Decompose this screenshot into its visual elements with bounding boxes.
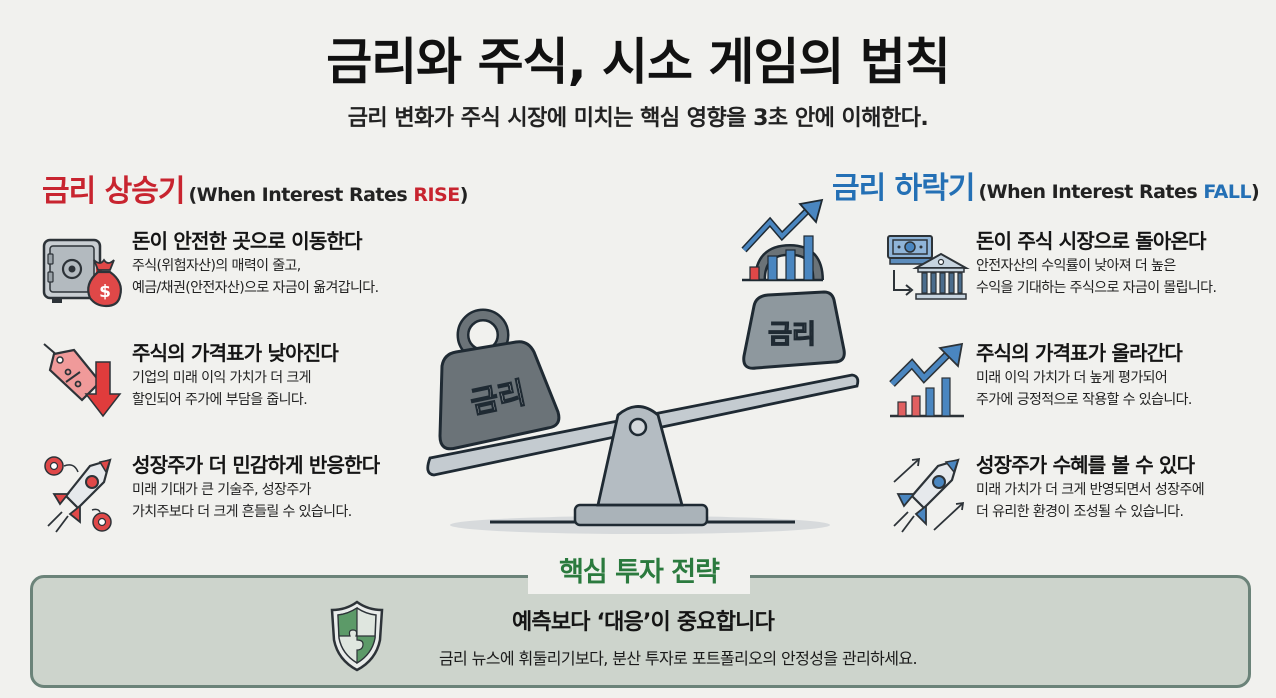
rise-item-text: 돈이 안전한 곳으로 이동한다 주식(위험자산)의 매력이 줄고, 예금/채권(…: [132, 228, 379, 298]
fall-heading-en-suffix: ): [1251, 181, 1260, 203]
fall-section-heading: 금리 하락기(When Interest Rates FALL): [832, 163, 1260, 207]
page-subtitle: 금리 변화가 주식 시장에 미치는 핵심 영향을 3초 안에 이해한다.: [347, 106, 929, 131]
rising-chart-icon: [889, 342, 964, 418]
item-desc-line1: 주식(위험자산)의 매력이 줄고,: [132, 258, 301, 274]
page-title: 금리와 주식, 시소 게임의 법칙: [326, 33, 951, 91]
safe-moneybag-icon: $: [42, 238, 122, 308]
item-desc-line2: 더 유리한 환경이 조성될 수 있습니다.: [976, 504, 1184, 520]
rise-item-safe-money: $ 돈이 안전한 곳으로 이동한다 주식(위험자산)의 매력이 줄고, 예금/채…: [40, 228, 379, 314]
rise-item-text: 주식의 가격표가 낮아진다 기업의 미래 이익 가치가 더 크게 할인되어 주가…: [132, 340, 339, 410]
rocket-gears-icon: [44, 456, 112, 533]
item-title: 성장주가 더 민감하게 반응한다: [132, 453, 380, 477]
item-title: 성장주가 수혜를 볼 수 있다: [976, 453, 1195, 477]
item-desc-line2: 할인되어 주가에 부담을 줍니다.: [132, 392, 308, 408]
fall-item-price-up: 주식의 가격표가 올라간다 미래 이익 가치가 더 높게 평가되어 주가에 긍정…: [884, 340, 1192, 426]
item-desc-line1: 기업의 미래 이익 가치가 더 크게: [132, 370, 311, 386]
strategy-title: 핵심 투자 전략: [528, 552, 750, 594]
rise-item-price-down: 주식의 가격표가 낮아진다 기업의 미래 이익 가치가 더 크게 할인되어 주가…: [40, 340, 339, 426]
item-desc-line1: 미래 이익 가치가 더 높게 평가되어: [976, 370, 1168, 386]
rise-heading-ko: 금리 상승기: [42, 174, 185, 209]
item-desc-line2: 예금/채권(안전자산)으로 자금이 옮겨갑니다.: [132, 280, 379, 296]
fall-heading-ko: 금리 하락기: [832, 171, 975, 206]
strategy-headline: 예측보다 ‘대응’이 중요합니다: [511, 610, 775, 635]
fall-item-text: 돈이 주식 시장으로 돌아온다 안전자산의 수익률이 낮아져 더 높은 수익을 …: [976, 228, 1217, 298]
fall-heading-highlight: FALL: [1203, 181, 1252, 203]
item-desc-line1: 안전자산의 수익률이 낮아져 더 높은: [976, 258, 1176, 274]
fall-heading-en-prefix: (When Interest Rates: [978, 181, 1204, 203]
fall-item-text: 성장주가 수혜를 볼 수 있다 미래 가치가 더 크게 반영되면서 성장주에 더…: [976, 452, 1205, 522]
shield-puzzle-icon: [330, 600, 384, 672]
rise-item-growth-sensitive: 성장주가 더 민감하게 반응한다 미래 기대가 큰 기술주, 성장주가 가치주보…: [40, 452, 380, 538]
rise-heading-en-suffix: ): [459, 184, 469, 206]
right-weight-label: 금리: [768, 320, 816, 350]
fall-item-money-returns: 돈이 주식 시장으로 돌아온다 안전자산의 수익률이 낮아져 더 높은 수익을 …: [884, 228, 1217, 314]
item-title: 주식의 가격표가 올라간다: [976, 341, 1183, 365]
item-desc-line2: 가치주보다 더 크게 흔들릴 수 있습니다.: [132, 504, 352, 520]
rise-section-heading: 금리 상승기(When Interest Rates RISE): [42, 166, 468, 210]
item-desc-line1: 미래 가치가 더 크게 반영되면서 성장주에: [976, 482, 1205, 498]
fall-item-text: 주식의 가격표가 올라간다 미래 이익 가치가 더 높게 평가되어 주가에 긍정…: [976, 340, 1192, 410]
price-tag-down-arrow-icon: [43, 343, 122, 418]
rise-item-text: 성장주가 더 민감하게 반응한다 미래 기대가 큰 기술주, 성장주가 가치주보…: [132, 452, 380, 522]
item-title: 주식의 가격표가 낮아진다: [132, 341, 339, 365]
strategy-description: 금리 뉴스에 휘둘리기보다, 분산 투자로 포트폴리오의 안정성을 관리하세요.: [438, 649, 918, 668]
item-desc-line2: 주가에 긍정적으로 작용할 수 있습니다.: [976, 392, 1192, 408]
rise-heading-en-prefix: (When Interest Rates: [188, 184, 414, 206]
item-desc-line2: 수익을 기대하는 주식으로 자금이 몰립니다.: [976, 280, 1217, 296]
fall-heading-en: (When Interest Rates FALL): [978, 181, 1259, 203]
rise-heading-en: (When Interest Rates RISE): [188, 184, 469, 206]
item-desc-line1: 미래 기대가 큰 기술주, 성장주가: [132, 482, 311, 498]
rocket-up-arrows-icon: [893, 457, 965, 533]
item-title: 돈이 안전한 곳으로 이동한다: [132, 229, 363, 253]
cash-to-bank-icon: [887, 235, 970, 300]
item-title: 돈이 주식 시장으로 돌아온다: [976, 229, 1207, 253]
svg-text:$: $: [99, 282, 111, 302]
fall-item-growth-benefit: 성장주가 수혜를 볼 수 있다 미래 가치가 더 크게 반영되면서 성장주에 더…: [884, 452, 1205, 538]
rise-heading-highlight: RISE: [413, 184, 460, 206]
seesaw-illustration: 금리 금리: [426, 198, 860, 534]
